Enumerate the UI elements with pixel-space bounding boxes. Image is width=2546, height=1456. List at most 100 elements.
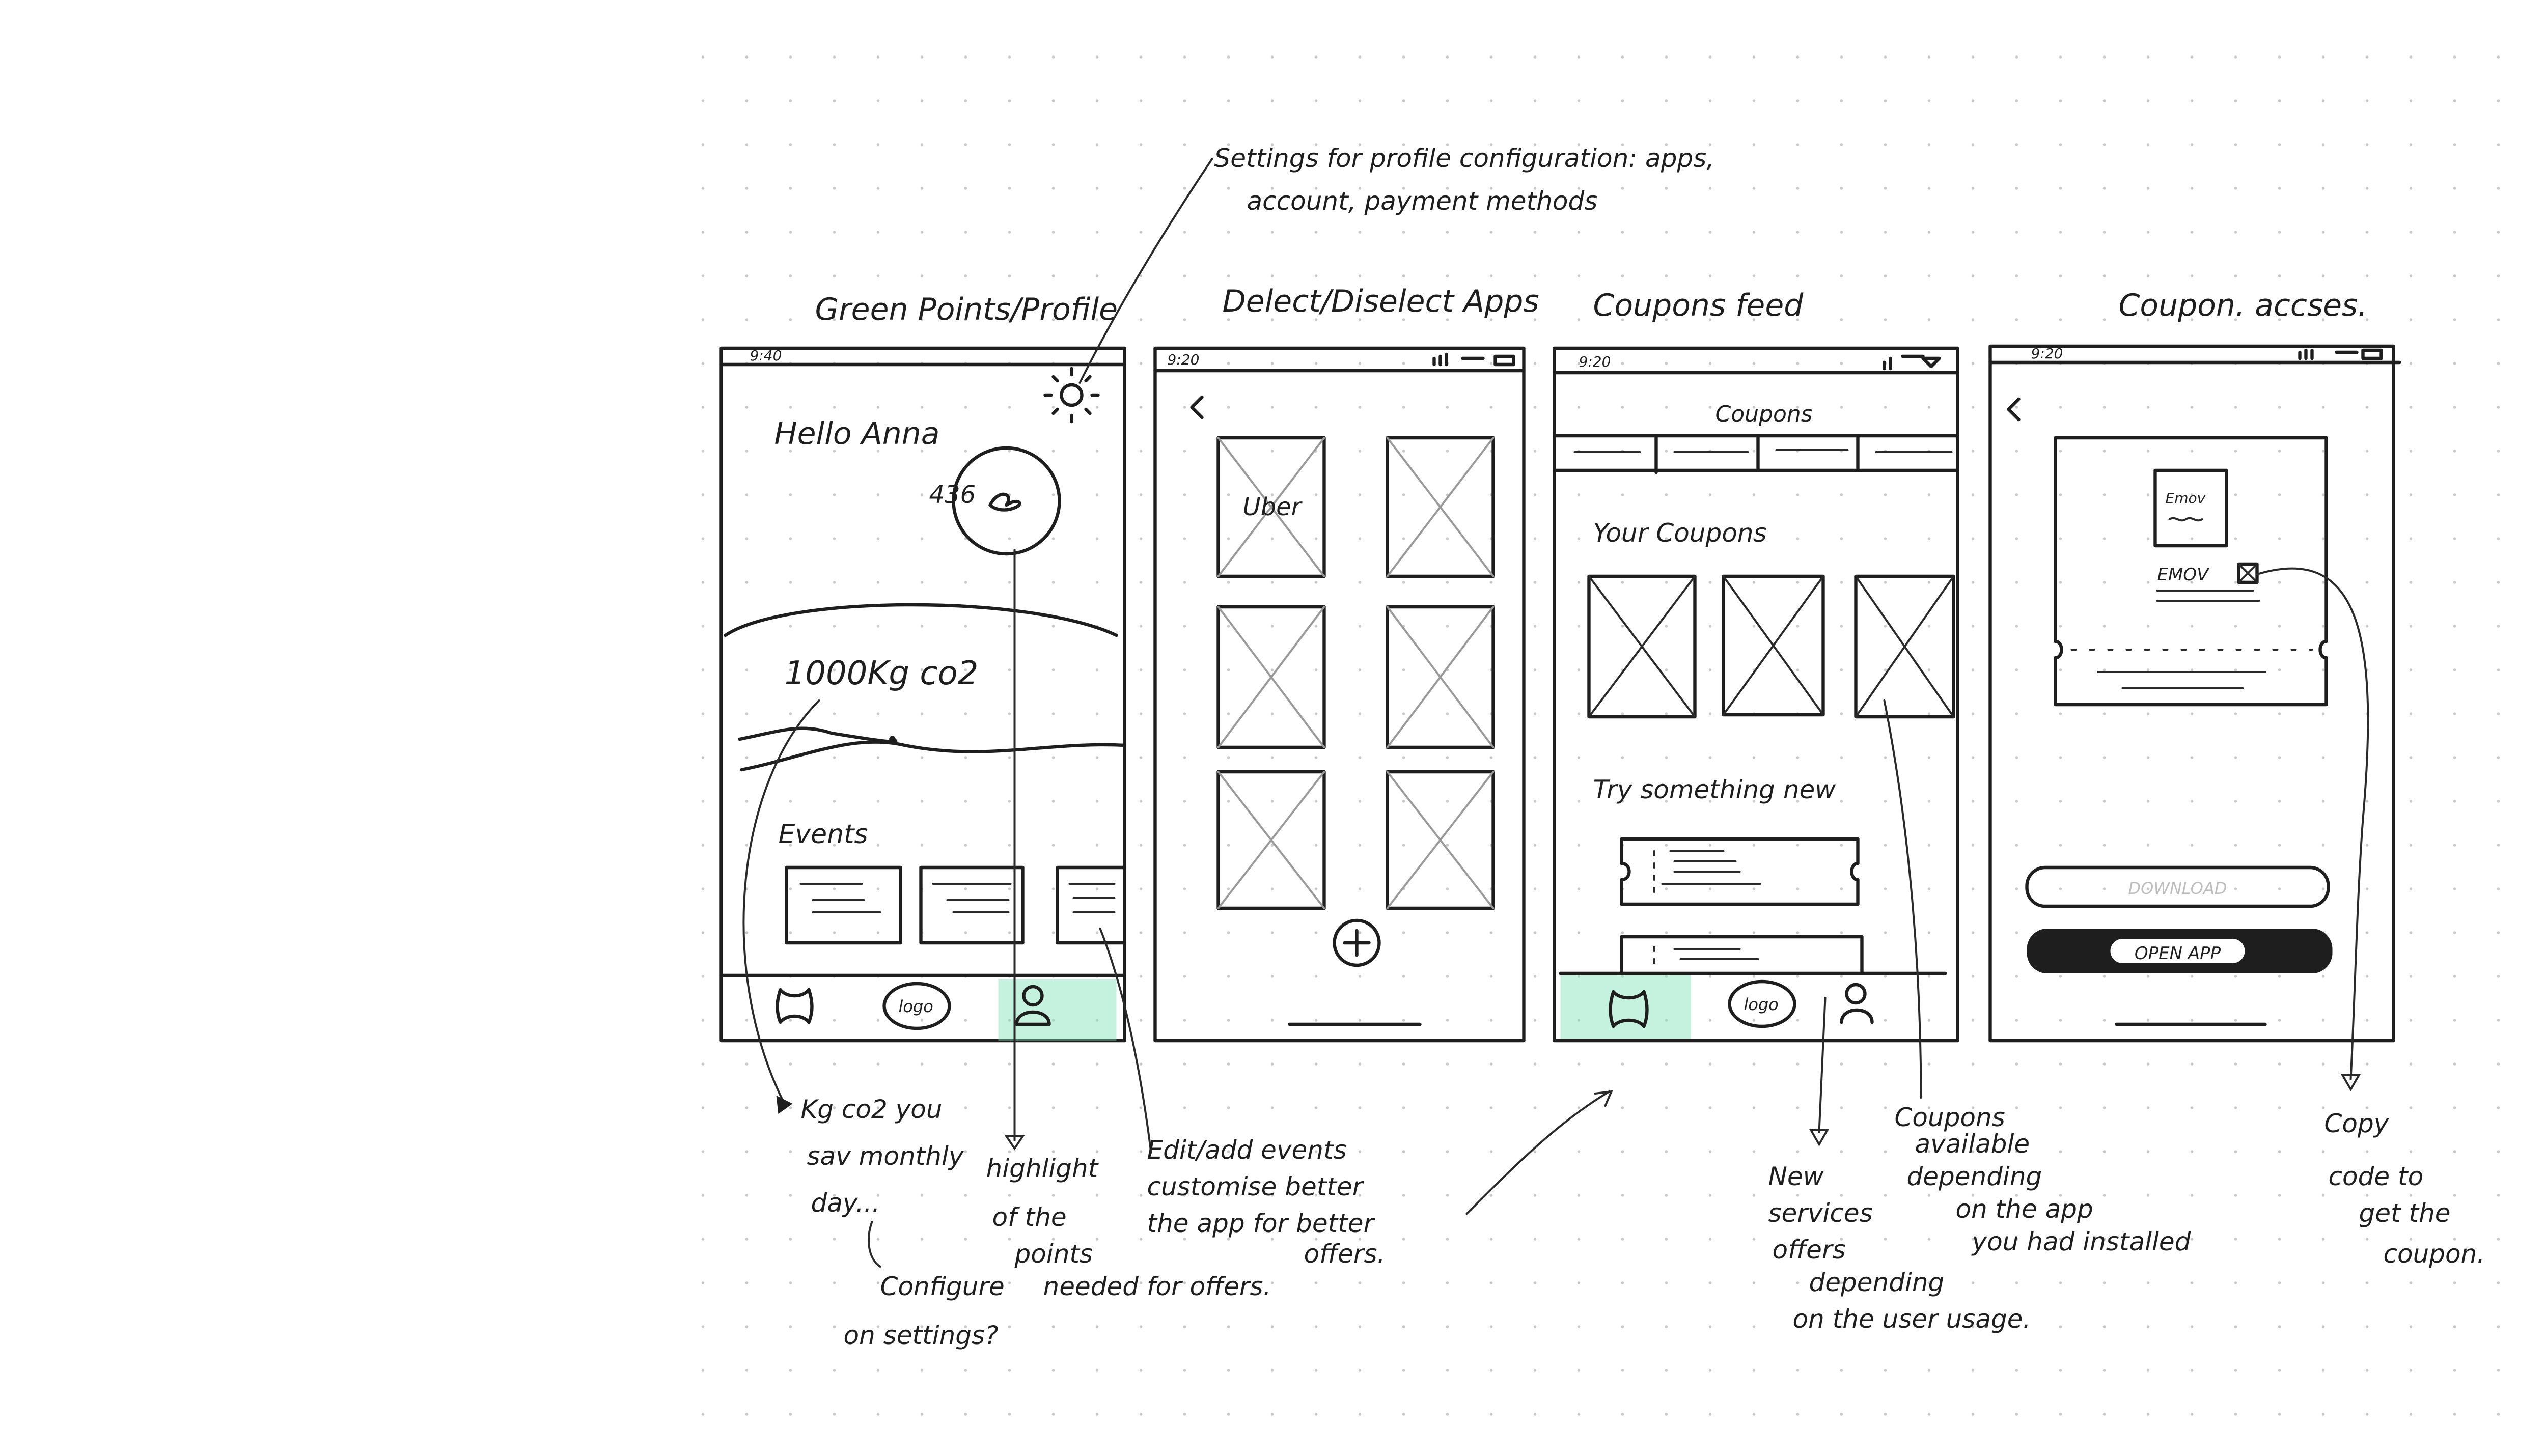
app-tile-label: Uber xyxy=(1243,493,1303,521)
active-tab-highlight xyxy=(998,979,1117,1041)
filter-tab[interactable] xyxy=(1656,438,1758,470)
try-something-new-heading: Try something new xyxy=(1593,775,1836,804)
note-line: available xyxy=(1915,1129,2030,1159)
home-icon[interactable] xyxy=(1609,990,1649,1028)
app-tile[interactable] xyxy=(1386,605,1495,749)
phone-frame xyxy=(1988,344,2395,1043)
phone-frame xyxy=(1553,346,1959,1043)
filter-tab[interactable] xyxy=(1858,438,1956,470)
logo-tab[interactable] xyxy=(1728,979,1796,1028)
event-card[interactable] xyxy=(1056,865,1126,945)
coupon-card: Emov EMOV xyxy=(2054,436,2328,707)
note-line: offers. xyxy=(1304,1239,1386,1269)
points-circle[interactable] xyxy=(952,446,1061,556)
logo-text: logo xyxy=(899,997,933,1016)
screen-title-coupons-feed: Coupons feed xyxy=(1593,288,1804,323)
note-line: coupon. xyxy=(2384,1239,2485,1269)
note-line: sav monthly xyxy=(807,1141,964,1171)
chart-line-2 xyxy=(740,740,1126,772)
note-line: highlight xyxy=(986,1154,1099,1183)
screen-title-profile: Green Points/Profile xyxy=(815,292,1118,327)
note-line: depending xyxy=(1907,1162,2042,1191)
phone-frame xyxy=(1153,346,1526,1043)
note-line: get the xyxy=(2359,1198,2451,1228)
open-app-label: OPEN APP xyxy=(2135,943,2221,964)
note-line: Configure xyxy=(880,1272,1005,1301)
note-configure: Configure on settings? xyxy=(844,1272,1005,1350)
event-card[interactable] xyxy=(919,865,1025,945)
status-time: 9:20 xyxy=(2031,345,2063,362)
new-services-connector xyxy=(1818,997,1827,1133)
note-events: Edit/add events customise better the app… xyxy=(1147,1135,1386,1269)
app-tile[interactable]: Uber xyxy=(1216,436,1326,578)
brand-logo-squiggle xyxy=(2168,517,2203,522)
settings-connector xyxy=(1078,158,1213,384)
screen-profile: 9:40 Hello Anna 436 1000Kg co2 Events xyxy=(719,346,1126,1043)
note-line: needed for offers. xyxy=(1043,1272,1271,1301)
events-heading: Events xyxy=(779,819,868,850)
status-time: 9:20 xyxy=(1168,351,1200,368)
home-icon[interactable] xyxy=(776,988,814,1024)
screen-title-coupon-access: Coupon. accses. xyxy=(2119,288,2368,323)
screen-coupons-feed: 9:20 Coupons Your Coupons Try something … xyxy=(1553,346,1959,1043)
back-arrow-icon[interactable] xyxy=(2007,397,2021,422)
note-highlight: highlight of the points needed for offer… xyxy=(986,1154,1271,1301)
app-tile[interactable] xyxy=(1216,605,1326,749)
co2-value: 1000Kg co2 xyxy=(785,655,979,692)
note-line: code to xyxy=(2329,1162,2424,1191)
note-coupons-available: Coupons available depending on the app y… xyxy=(1895,1103,2191,1256)
offer-ticket[interactable] xyxy=(1620,837,1860,906)
coupon-code: EMOV xyxy=(2157,565,2210,585)
coupon-tile[interactable] xyxy=(1722,574,1825,717)
flow-arrow xyxy=(1465,1090,1611,1215)
open-app-button[interactable]: OPEN APP xyxy=(2027,929,2333,973)
filter-tab[interactable] xyxy=(1557,438,1656,470)
arrow-head xyxy=(1004,1135,1025,1151)
filter-tab[interactable] xyxy=(1758,438,1858,470)
profile-icon[interactable] xyxy=(1840,983,1874,1024)
download-label: DOWNLOAD xyxy=(2128,879,2227,898)
configure-connector xyxy=(867,1221,881,1268)
note-line: day... xyxy=(811,1188,880,1218)
back-arrow-icon[interactable] xyxy=(1190,395,1204,419)
note-line: you had installed xyxy=(1971,1227,2191,1256)
co2-connector xyxy=(742,699,820,1101)
app-tile[interactable] xyxy=(1386,436,1495,578)
header-title: Coupons xyxy=(1715,401,1813,427)
copy-icon[interactable] xyxy=(2237,562,2259,584)
add-app-button[interactable] xyxy=(1333,918,1381,967)
note-line: offers xyxy=(1773,1235,1846,1265)
plus-icon xyxy=(1343,929,1371,957)
note-line: of the xyxy=(992,1202,1067,1232)
app-tile[interactable] xyxy=(1216,770,1326,910)
note-line: services xyxy=(1768,1198,1873,1228)
note-line: points xyxy=(1014,1239,1093,1269)
offer-ticket[interactable] xyxy=(1620,935,1864,975)
note-co2: Kg co2 you sav monthly day... xyxy=(801,1095,964,1218)
note-line: on the app xyxy=(1956,1194,2093,1224)
logo-tab[interactable] xyxy=(882,982,951,1030)
coupon-tile[interactable] xyxy=(1587,574,1697,719)
download-button[interactable]: DOWNLOAD xyxy=(2025,865,2330,908)
profile-icon[interactable] xyxy=(1015,985,1051,1026)
note-line: Settings for profile configuration: apps… xyxy=(1214,144,1715,173)
note-copy-code: Copy code to get the coupon. xyxy=(2324,1109,2485,1269)
coupon-tile[interactable] xyxy=(1854,574,1955,719)
status-icons xyxy=(1432,352,1515,367)
note-line: on settings? xyxy=(844,1321,999,1350)
note-line: depending xyxy=(1809,1268,1945,1297)
screen-title-apps: Delect/Diselect Apps xyxy=(1223,284,1539,319)
screen-coupon-access: 9:20 Emov EMOV DOWNLOAD OPEN APP xyxy=(1988,344,2401,1043)
active-tab-highlight xyxy=(1560,975,1691,1039)
note-line: New xyxy=(1768,1162,1824,1191)
note-line: Copy xyxy=(2324,1109,2390,1138)
gear-icon[interactable] xyxy=(1043,367,1100,424)
note-line: Edit/add events xyxy=(1147,1135,1347,1165)
arrow-head xyxy=(776,1096,793,1114)
app-tile[interactable] xyxy=(1386,770,1495,910)
annotation-arrows xyxy=(742,158,2369,1268)
event-card[interactable] xyxy=(785,865,902,945)
note-line: account, payment methods xyxy=(1247,186,1598,216)
coupons-available-connector xyxy=(1883,699,1922,1099)
chart-line-1 xyxy=(738,726,898,744)
